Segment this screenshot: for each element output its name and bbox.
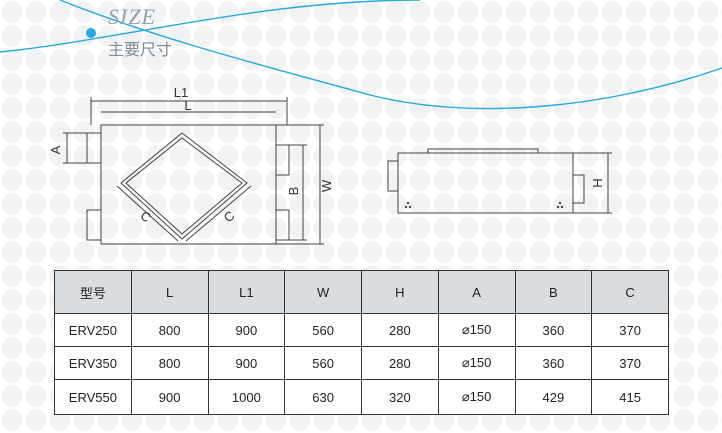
cell-h: 320 [361, 379, 439, 415]
cell-a: ⌀150 [437, 346, 516, 380]
col-b: B [514, 270, 593, 314]
col-h: H [361, 270, 439, 314]
cell-model: ERV250 [54, 313, 132, 347]
label-c-right: C [221, 208, 238, 226]
label-h: H [590, 178, 605, 187]
label-l1: L1 [174, 85, 188, 100]
label-l: L [184, 98, 191, 113]
cell-b: 360 [514, 346, 593, 380]
cell-l1: 900 [207, 313, 286, 347]
cell-c: 370 [591, 313, 669, 347]
header-title: SIZE [108, 4, 156, 29]
cell-model: ERV350 [54, 346, 132, 380]
table-row: ERV550 900 1000 630 320 ⌀150 429 415 [54, 379, 669, 415]
label-a: A [48, 145, 63, 154]
table-row: ERV250 800 900 560 280 ⌀150 360 370 [54, 313, 669, 347]
cell-l: 800 [130, 346, 209, 380]
cell-a: ⌀150 [437, 313, 516, 347]
cell-a: ⌀150 [437, 379, 516, 415]
cell-w: 560 [284, 346, 362, 380]
header-subtitle: 主要尺寸 [108, 40, 173, 59]
col-l1: L1 [207, 270, 286, 314]
col-l: L [130, 270, 209, 314]
cell-l: 800 [130, 313, 209, 347]
cell-b: 429 [514, 379, 593, 415]
table-header-row: 型号 L L1 W H A B C [54, 270, 669, 314]
cell-h: 280 [361, 313, 439, 347]
side-view-feet [404, 201, 564, 209]
cell-l1: 900 [207, 346, 286, 380]
col-model: 型号 [54, 270, 132, 314]
cell-h: 280 [361, 346, 439, 380]
side-view-diagram [387, 148, 612, 214]
col-a: A [437, 270, 516, 314]
label-w: W [319, 179, 334, 192]
spec-table: 型号 L L1 W H A B C ERV250 800 900 560 280… [54, 270, 669, 415]
cell-b: 360 [514, 313, 593, 347]
cell-w: 630 [284, 379, 362, 415]
table-row: ERV350 800 900 560 280 ⌀150 360 370 [54, 346, 669, 380]
cell-c: 370 [591, 346, 669, 380]
col-c: C [591, 270, 669, 314]
col-w: W [284, 270, 362, 314]
label-b: B [286, 187, 301, 196]
cell-l: 900 [130, 379, 209, 415]
cell-w: 560 [284, 313, 362, 347]
cell-model: ERV550 [54, 379, 132, 415]
cell-l1: 1000 [207, 379, 286, 415]
cell-c: 415 [591, 379, 669, 415]
label-c-left: C [137, 208, 154, 226]
front-view-diagram [63, 97, 324, 245]
